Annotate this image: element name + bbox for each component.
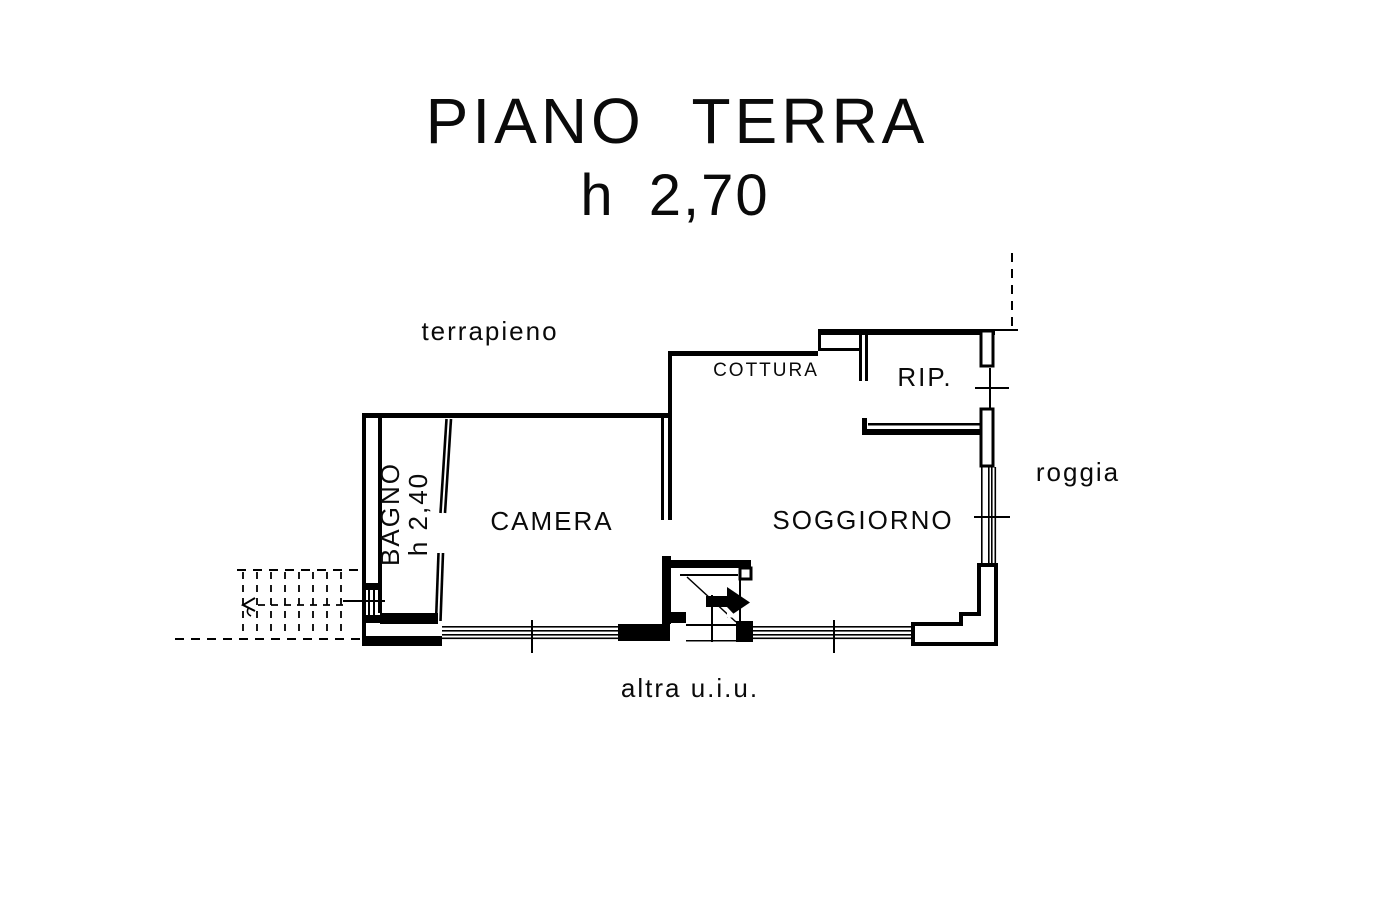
soggiorno-east-window: [974, 467, 1010, 564]
entry-threshold-wall: [618, 624, 670, 641]
bottom-right-wall: [911, 563, 998, 646]
top-step-bottom-line: [818, 348, 862, 351]
room-label-soggiorno: SOGGIORNO: [772, 505, 953, 535]
glazing-line: [981, 467, 983, 564]
rip-partition-line: [865, 335, 868, 381]
stairs-arrow-hook: [246, 606, 252, 617]
room-label-rip: RIP.: [897, 362, 952, 392]
floor-height-label: h 2,70: [580, 163, 770, 228]
door-leaf: [443, 418, 453, 514]
rip-walls: [859, 329, 1009, 468]
annotation-altra-uiu: altra u.i.u.: [621, 673, 759, 703]
glazing-line: [373, 590, 375, 615]
glazing-line: [442, 634, 618, 636]
window-axis-tick: [531, 620, 533, 653]
soggiorno-south-window: [753, 620, 913, 653]
bottom-left-walls: [362, 613, 442, 646]
left-wall-inner: [378, 417, 382, 613]
glazing-line: [442, 630, 618, 632]
rip-partition-line: [859, 335, 862, 381]
arrow-head: [727, 587, 750, 618]
boundary-top-right: [995, 253, 1018, 331]
top-wall-rip: [818, 329, 995, 335]
annotation-terrapieno: terrapieno: [421, 316, 558, 346]
bagno-window: [343, 583, 385, 623]
room-label-cottura: COTTURA: [713, 360, 819, 381]
vestibule-top-wall: [663, 560, 751, 568]
glazing-line: [991, 467, 993, 564]
door-leaf: [434, 552, 440, 622]
arrow-tail: [706, 596, 727, 607]
room-label-camera: CAMERA: [490, 506, 613, 536]
window-axis-tick: [343, 600, 385, 602]
annotation-roggia: roggia: [1036, 457, 1120, 487]
bottom-wall-left: [362, 636, 442, 646]
page-title: PIANO TERRA: [425, 85, 929, 157]
boundary-tie-line: [995, 329, 1018, 331]
top-step-left-line: [818, 335, 821, 351]
entry-arrow-icon: [706, 587, 750, 618]
partition-line: [661, 417, 664, 520]
arrow-notch: [727, 607, 737, 618]
rip-lower-wall-hook: [862, 418, 867, 435]
left-wall-outer: [362, 413, 366, 644]
top-wall-camera: [362, 413, 671, 418]
window-axis-tick: [974, 516, 1010, 518]
stairs-direction-arrow-icon: [240, 597, 256, 612]
vestibule-left-wall: [662, 556, 671, 624]
door-leaf: [439, 418, 448, 514]
glazing-line: [442, 626, 618, 628]
vestibule-top-wall-inner: [680, 574, 738, 576]
glazing-line: [368, 590, 370, 615]
bagno-south-wall: [380, 613, 438, 624]
rip-lower-wall: [862, 429, 982, 435]
window-axis-tick: [833, 620, 835, 653]
right-wall-pier: [979, 329, 995, 368]
glazing-line: [994, 467, 997, 564]
entry-inner-line: [711, 595, 713, 642]
threshold-line: [686, 640, 753, 642]
partition-line: [668, 352, 672, 520]
glazing-line: [442, 637, 618, 640]
top-wall-cottura: [668, 351, 818, 356]
external-stairs: [175, 569, 362, 640]
entry-vestibule: [618, 556, 753, 642]
camera-window: [442, 620, 618, 653]
rip-door-tick: [975, 387, 1009, 389]
bagno-door-leaves: [434, 418, 453, 622]
rip-lower-wall-thin: [868, 423, 982, 426]
vestibule-end-cap: [738, 566, 753, 581]
camera-partition: [661, 352, 672, 520]
right-wall-pier: [979, 407, 995, 468]
door-leaf: [439, 552, 445, 622]
window-jamb: [362, 615, 382, 623]
window-jamb: [362, 583, 382, 590]
vestibule-step: [670, 612, 686, 623]
exterior-walls: [362, 329, 995, 644]
glazing-line: [988, 467, 990, 564]
room-height-bagno: h 2,40: [403, 472, 433, 556]
vestibule-right-block: [736, 621, 753, 642]
labels: terrapieno COTTURA RIP. roggia CAMERA SO…: [375, 316, 1120, 703]
room-label-bagno: BAGNO: [375, 462, 405, 566]
